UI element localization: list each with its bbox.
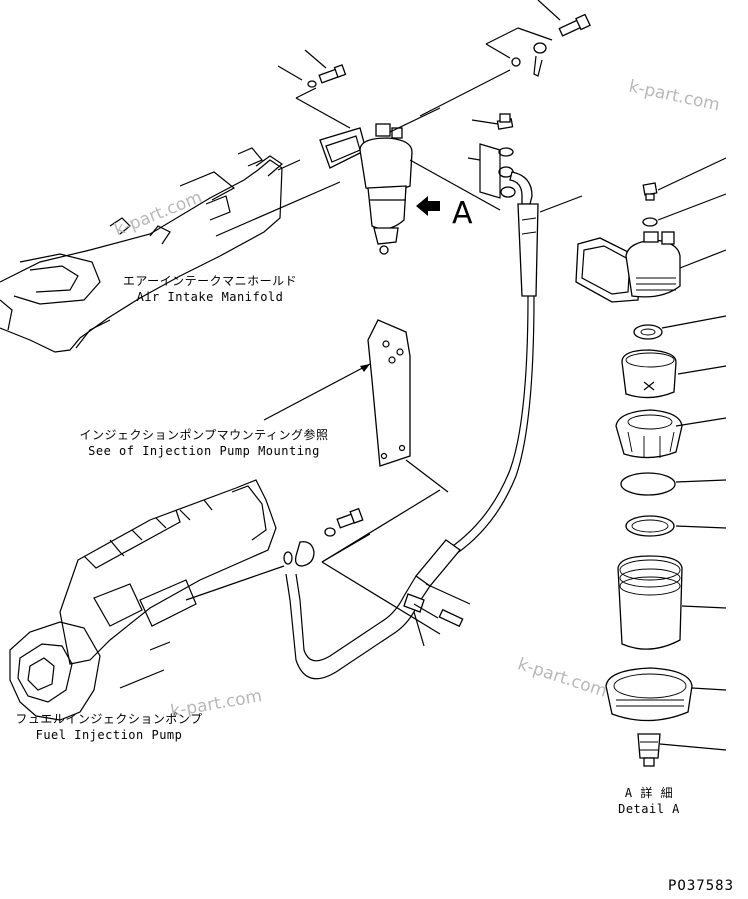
detail-label-en: Detail A	[618, 802, 680, 816]
pump-mount-label-jp: インジェクションポンプマウンティング参照	[79, 428, 329, 442]
clip-bolt	[413, 603, 464, 647]
pump-mount-label-en: See of Injection Pump Mounting	[88, 444, 320, 458]
upper-hose-fittings	[467, 113, 583, 297]
fuel-pump-label-en: Fuel Injection Pump	[35, 728, 183, 742]
top-bolts	[277, 0, 591, 129]
fuel-filter-assembly	[319, 107, 501, 255]
fuel-injection-pump	[9, 479, 285, 721]
manifold-label-jp: エアーインテークマニホールド	[122, 274, 298, 288]
detail-label-jp: A 詳 細	[624, 786, 674, 800]
drawing-code: PO37583	[668, 878, 735, 894]
leader-arrowhead	[360, 364, 370, 372]
air-intake-manifold	[0, 147, 341, 353]
view-marker-a: A	[452, 196, 473, 231]
manifold-label-en: Air Intake Manifold	[136, 290, 284, 304]
pump-fittings	[283, 489, 441, 635]
view-arrow-icon	[416, 196, 440, 216]
detail-a-leaders	[657, 157, 727, 751]
mounting-bracket	[321, 319, 449, 563]
fuel-pump-label-jp: フュエルインジェクションポンプ	[15, 712, 203, 726]
leader-bracket	[263, 363, 371, 421]
detail-a-exploded	[575, 182, 693, 767]
